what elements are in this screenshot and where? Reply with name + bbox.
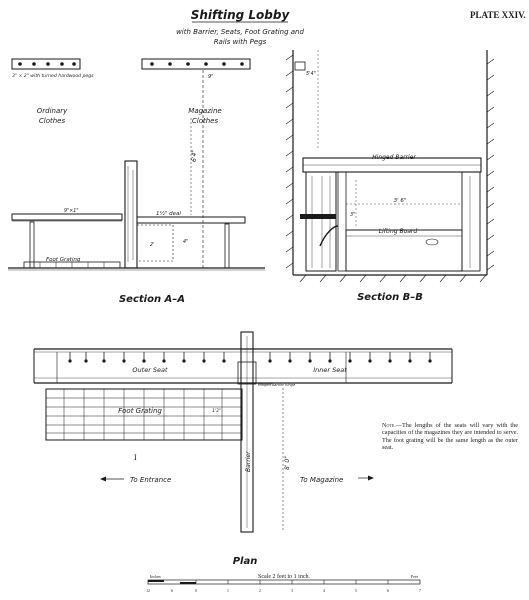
dim-vertical-plan: 8' 0": [284, 456, 291, 470]
label-hinged-barrier: Hinged Barrier: [372, 154, 416, 161]
dim-small-bb: 3": [350, 212, 355, 218]
label-barrier-plan: Barrier: [245, 451, 252, 472]
scale-caption: Scale 2 feet to 1 inch.: [258, 573, 310, 580]
plate-number: PLATE XXIV.: [470, 10, 526, 20]
label-i: I: [134, 453, 137, 462]
plan-title: Plan: [233, 556, 258, 567]
dim-small-plan: 1'3": [212, 408, 221, 414]
section-bb-title: Section B–B: [357, 292, 423, 303]
label-outer-seat: Outer Seat: [132, 366, 168, 374]
dim-mid-bb: 3' 6": [394, 198, 407, 204]
label-to-entrance: To Entrance: [130, 476, 171, 484]
scale-tick-2: 0: [195, 589, 197, 593]
section-aa-drawing: [8, 70, 265, 271]
scale-tick-3: 1: [227, 589, 229, 593]
drawing-subtitle-2: Rails with Pegs: [214, 38, 267, 46]
label-magazine: Magazine: [188, 107, 221, 115]
plan-note: Note.—The lengths of the seats will vary…: [382, 422, 518, 452]
label-lifting-board: Lifting Board: [379, 228, 418, 235]
scale-tick-9: 7: [419, 589, 421, 593]
section-bb-drawing: [285, 50, 495, 283]
scale-tick-0: 12: [146, 589, 150, 593]
dim-height-aa: 6'4": [191, 150, 198, 162]
scale-right-label: Feet: [411, 574, 419, 579]
label-ordinary-clothes: Clothes: [39, 117, 66, 125]
dim-seat-aa: 9"×1": [64, 208, 79, 214]
label-foot-grating-plan: Foot Grating: [118, 407, 162, 415]
label-ordinary: Ordinary: [37, 107, 68, 115]
dim-post-b: 4": [183, 239, 188, 245]
scale-tick-4: 2: [259, 589, 261, 593]
label-inner-seat: Inner Seat: [313, 366, 347, 374]
rail-right-dim: 9": [208, 74, 213, 80]
scale-tick-5: 3: [291, 589, 293, 593]
drawing-subtitle-1: with Barrier, Seats, Foot Grating and: [176, 28, 304, 36]
scale-tick-8: 6: [387, 589, 389, 593]
section-aa-title: Section A–A: [119, 294, 185, 305]
label-to-magazine: To Magazine: [300, 476, 343, 484]
scale-bar: [147, 579, 421, 585]
rail-detail-left: [11, 58, 81, 70]
scale-tick-7: 5: [355, 589, 357, 593]
dim-top-bb: 5'4": [306, 71, 316, 77]
note-heading: Note.: [382, 422, 396, 429]
scale-tick-6: 4: [323, 589, 325, 593]
rail-detail-right: [141, 58, 251, 70]
label-magazine-clothes: Clothes: [192, 117, 219, 125]
scale-left-label: Inches: [150, 574, 161, 579]
label-foot-grating-aa: Foot Grating: [46, 257, 81, 263]
drawing-title: Shifting Lobby: [191, 8, 291, 22]
dim-post-a: 2': [150, 242, 154, 248]
note-text: —The lengths of the seats will vary with…: [382, 422, 518, 452]
plan-drawing: [33, 331, 453, 533]
dim-deal-aa: 1½" deal: [156, 210, 181, 217]
scale-tick-1: 6: [171, 589, 173, 593]
rail-caption: 3" × 2" with turned hardwood pegs: [12, 73, 94, 79]
label-hinge: Hinged barrier hinge: [258, 383, 296, 387]
